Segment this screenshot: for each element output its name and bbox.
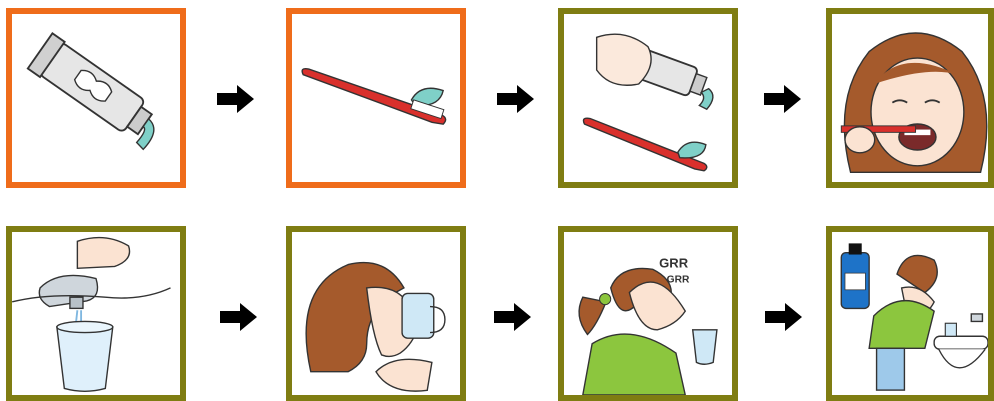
- grr-text-1: GRR: [659, 255, 689, 270]
- paste-on-brush-icon: [564, 14, 732, 182]
- right-arrow-icon: [492, 302, 532, 332]
- toothbrush-icon: [292, 14, 460, 182]
- fill-cup-at-tap-card: [6, 226, 186, 401]
- gargle-card: GRR GRR: [558, 226, 738, 401]
- drink-water-card: [286, 226, 466, 401]
- grr-text-2: GRR: [667, 274, 690, 285]
- brush-teeth-card: [826, 8, 994, 188]
- rinse-mouthwash-card: [826, 226, 994, 401]
- girl-drinking-icon: [292, 232, 460, 395]
- tap-and-glass-icon: [12, 232, 180, 395]
- right-arrow-icon: [495, 84, 535, 114]
- toothpaste-tube-card: [6, 8, 186, 188]
- girl-gargling-icon: GRR GRR: [564, 232, 732, 395]
- right-arrow-icon: [215, 84, 255, 114]
- toothbrush-card: [286, 8, 466, 188]
- right-arrow-icon: [218, 302, 258, 332]
- girl-brushing-teeth-icon: [832, 14, 988, 182]
- right-arrow-icon: [762, 84, 802, 114]
- right-arrow-icon: [763, 302, 803, 332]
- girl-rinsing-sink-icon: [832, 232, 988, 395]
- put-paste-on-brush-card: [558, 8, 738, 188]
- toothpaste-tube-icon: [12, 14, 180, 182]
